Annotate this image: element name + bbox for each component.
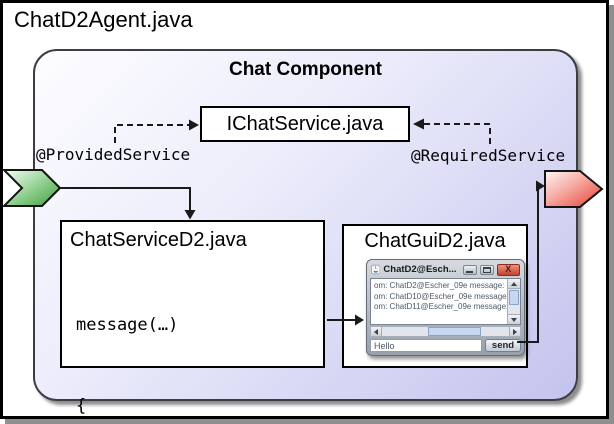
minimize-button[interactable] <box>462 264 477 275</box>
message-row: om: ChatD10@Escher_09e message: Hello <box>374 291 520 301</box>
maximize-icon <box>482 266 491 273</box>
message-list: om: ChatD2@Escher_09e message: Hello om:… <box>370 278 521 325</box>
chat-window-titlebar: ChatD2@Esch... X <box>370 262 521 277</box>
message-input[interactable] <box>370 339 482 352</box>
provided-service-annotation: @ProvidedService <box>36 145 191 164</box>
vertical-scroll-thumb[interactable] <box>509 290 519 305</box>
java-icon <box>371 264 381 275</box>
minimize-icon <box>466 270 474 273</box>
chatgui-title: ChatGuiD2.java <box>364 230 506 252</box>
horizontal-scroll-track[interactable] <box>382 327 509 336</box>
vertical-scroll-track[interactable] <box>508 306 520 314</box>
chat-window-title: ChatD2@Esch... <box>383 264 457 275</box>
scroll-right-icon <box>513 328 517 335</box>
chatservice-code: message(…) { gui.addMessage(…) } <box>76 258 276 424</box>
close-button[interactable]: X <box>496 263 520 276</box>
message-row: om: ChatD2@Escher_09e message: Hello <box>374 281 520 290</box>
scroll-left-button[interactable] <box>371 327 382 336</box>
vertical-scrollbar[interactable] <box>507 279 520 324</box>
code-line: { <box>76 396 87 416</box>
send-button[interactable]: send <box>485 339 521 352</box>
scroll-down-button[interactable] <box>508 314 520 324</box>
message-row: om: ChatD11@Escher_09e message: Hello <box>374 302 520 311</box>
required-service-annotation: @RequiredService <box>411 146 566 165</box>
message-lines: om: ChatD2@Escher_09e message: Hello om:… <box>371 279 520 313</box>
chatservice-title: ChatServiceD2.java <box>70 229 247 251</box>
agent-title: ChatD2Agent.java <box>14 7 193 32</box>
horizontal-scrollbar[interactable] <box>370 326 521 337</box>
chat-input-row: send <box>370 339 521 352</box>
chat-window: ChatD2@Esch... X om: ChatD2@Escher_09e m… <box>366 259 525 356</box>
chatservice-box: ChatServiceD2.java message(…) { gui.addM… <box>60 220 325 416</box>
scroll-down-icon <box>511 317 517 322</box>
ichatservice-label: IChatService.java <box>226 112 384 135</box>
maximize-button[interactable] <box>479 264 494 275</box>
code-line: message(…) <box>76 315 179 335</box>
component-title: Chat Component <box>228 59 383 80</box>
scroll-up-button[interactable] <box>508 279 520 289</box>
horizontal-scroll-thumb[interactable] <box>427 327 482 336</box>
chatgui-box: ChatGuiD2.java ChatD2@Esch... X om: Chat… <box>342 224 528 368</box>
scroll-right-button[interactable] <box>509 327 520 336</box>
ichatservice-box: IChatService.java <box>200 106 410 142</box>
scroll-left-icon <box>374 328 378 335</box>
scroll-up-icon <box>511 281 517 286</box>
